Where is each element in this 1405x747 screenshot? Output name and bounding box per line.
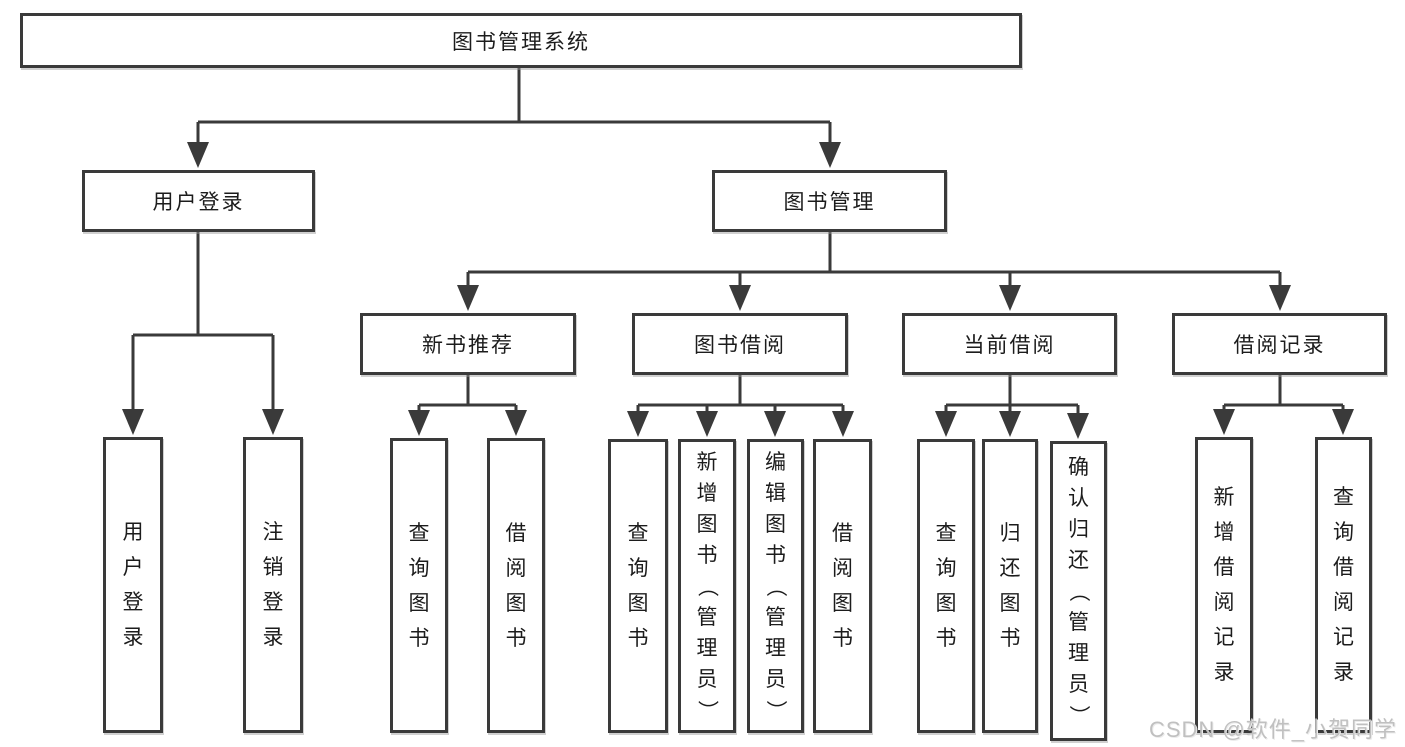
node-book-management: 图书管理 xyxy=(712,170,947,232)
node-book-borrowing: 图书借阅 xyxy=(632,313,848,375)
leaf-query-books-recommend: 查询图书 xyxy=(390,438,448,733)
node-library-management-system: 图书管理系统 xyxy=(20,13,1022,68)
leaf-borrow-books-recommend: 借阅图书 xyxy=(487,438,545,733)
node-new-book-recommendation: 新书推荐 xyxy=(360,313,576,375)
node-user-login: 用户登录 xyxy=(82,170,315,232)
node-current-borrowing: 当前借阅 xyxy=(902,313,1117,375)
csdn-watermark: CSDN @软件_小贺同学 xyxy=(1148,717,1397,742)
leaf-user-login: 用户登录 xyxy=(103,437,163,733)
leaf-query-books-current: 查询图书 xyxy=(917,439,975,733)
leaf-borrow-books: 借阅图书 xyxy=(813,439,872,733)
leaf-logout: 注销登录 xyxy=(243,437,303,733)
leaf-edit-books-admin: 编辑图书（管理员） xyxy=(747,439,804,733)
leaf-confirm-return-admin: 确认归还（管理员） xyxy=(1050,441,1107,741)
leaf-return-books: 归还图书 xyxy=(982,439,1038,733)
leaf-query-books-borrow: 查询图书 xyxy=(608,439,668,733)
leaf-add-borrow-record: 新增借阅记录 xyxy=(1195,437,1253,733)
leaf-query-borrow-record: 查询借阅记录 xyxy=(1315,437,1372,733)
leaf-add-books-admin: 新增图书（管理员） xyxy=(678,439,736,733)
node-borrowing-records: 借阅记录 xyxy=(1172,313,1387,375)
